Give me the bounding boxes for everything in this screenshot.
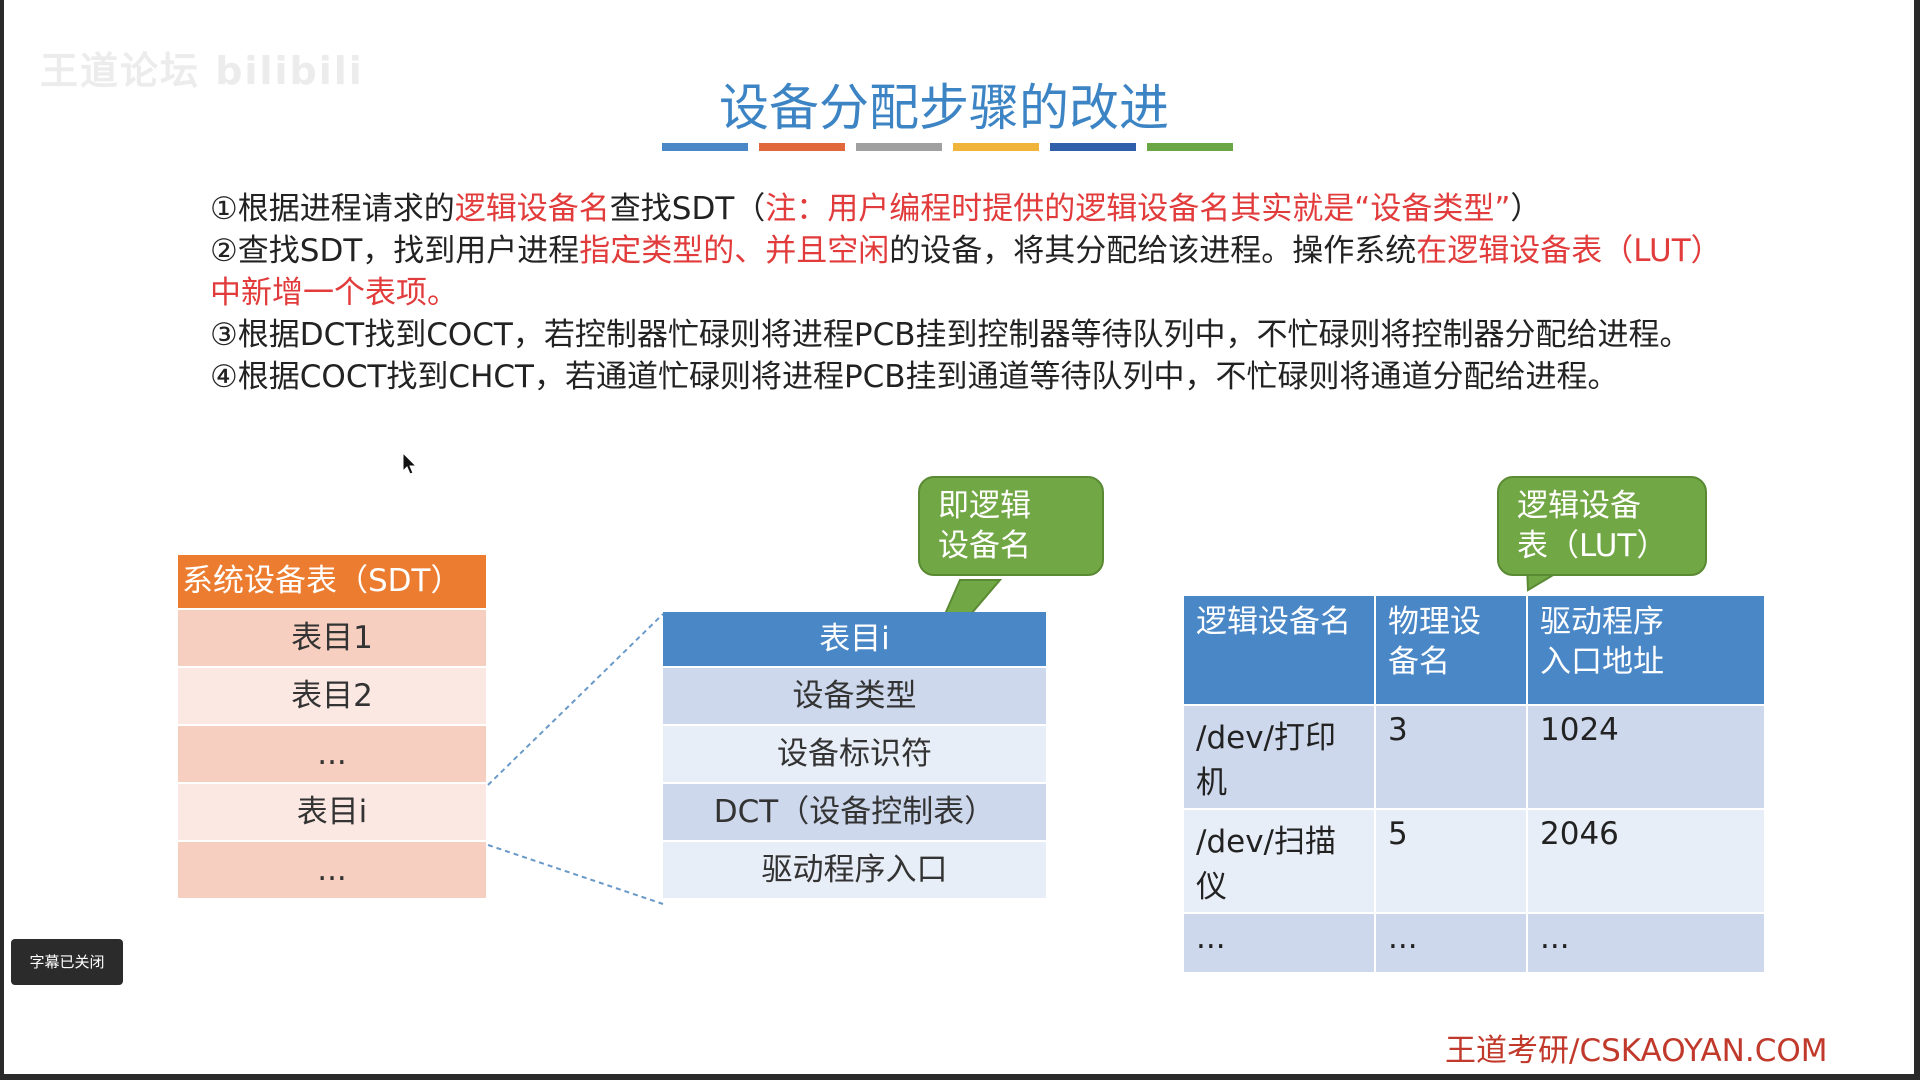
sdt-row: ...: [178, 840, 486, 898]
color-bar-segment: [662, 143, 748, 151]
callout-lut: 逻辑设备 表（LUT）: [1497, 476, 1707, 576]
step-2-highlight: 指定类型的、并且空闲: [579, 233, 890, 269]
callout-logical-device-name: 即逻辑 设备名: [918, 476, 1104, 576]
lut-header-row: 逻辑设备名 物理设备名 驱动程序入口地址: [1182, 594, 1766, 706]
callout-line: 设备名: [938, 528, 1031, 564]
step-2-highlight: 在逻辑设备表（LUT）中新增一个表项。: [210, 233, 1722, 311]
steps-text: ①根据进程请求的逻辑设备名查找SDT（注：用户编程时提供的逻辑设备名其实就是“设…: [210, 188, 1740, 398]
dashed-connector-top: [487, 613, 664, 786]
window-frame-right: [1914, 0, 1920, 1080]
entry-row: 驱动程序入口: [663, 840, 1046, 898]
color-bar-segment: [953, 143, 1039, 151]
window-frame-left: [0, 0, 4, 1080]
entry-header: 表目i: [663, 612, 1046, 666]
lut-cell: /dev/扫描仪: [1182, 808, 1376, 914]
sdt-table: 系统设备表（SDT） 表目1 表目2 ... 表目i ...: [178, 555, 486, 898]
lut-header-text: 物理设: [1388, 604, 1481, 640]
lut-cell: 3: [1374, 704, 1528, 810]
step-1-text: ①根据进程请求的: [210, 191, 455, 227]
color-bar-segment: [759, 143, 845, 151]
lut-header-text: 备名: [1388, 644, 1450, 680]
lut-cell: 1024: [1526, 704, 1766, 810]
callout-line: 表（LUT）: [1517, 528, 1668, 564]
step-1: ①根据进程请求的逻辑设备名查找SDT（注：用户编程时提供的逻辑设备名其实就是“设…: [210, 188, 1740, 230]
callout-line: 即逻辑: [938, 488, 1031, 524]
mouse-cursor-icon: [402, 451, 418, 480]
color-bar-segment: [856, 143, 942, 151]
lut-row: ... ... ...: [1182, 912, 1766, 974]
lut-header-text: 逻辑设备名: [1196, 604, 1351, 640]
step-4: ④根据COCT找到CHCT，若通道忙碌则将进程PCB挂到通道等待队列中，不忙碌则…: [210, 359, 1619, 395]
sdt-row: 表目1: [178, 608, 486, 666]
sdt-row: 表目2: [178, 666, 486, 724]
color-bar-segment: [1050, 143, 1136, 151]
lut-header-driver: 驱动程序入口地址: [1526, 594, 1766, 706]
video-watermark: 王道论坛 bilibili: [40, 49, 364, 93]
lut-row: /dev/扫描仪 5 2046: [1182, 808, 1766, 914]
lut-header-text: 入口地址: [1540, 644, 1664, 680]
lut-header-physical: 物理设备名: [1374, 594, 1528, 706]
step-1-highlight: 逻辑设备名: [454, 191, 610, 227]
lut-header-logical: 逻辑设备名: [1182, 594, 1376, 706]
footer-brand: 王道考研/CSKAOYAN.COM: [1445, 1033, 1828, 1069]
color-bar-segment: [1147, 143, 1233, 151]
step-1-text: ）: [1510, 191, 1542, 227]
step-2-text: ②查找SDT，找到用户进程: [210, 233, 580, 269]
subtitle-toggle-button[interactable]: 字幕已关闭: [11, 939, 123, 985]
step-2: ②查找SDT，找到用户进程指定类型的、并且空闲的设备，将其分配给该进程。操作系统…: [210, 230, 1740, 314]
lut-cell: 2046: [1526, 808, 1766, 914]
lut-header-text: 驱动程序: [1540, 604, 1664, 640]
slide-title: 设备分配步骤的改进: [719, 79, 1169, 137]
sdt-row: 表目i: [178, 782, 486, 840]
lut-cell: /dev/打印机: [1182, 704, 1376, 810]
window-frame-bottom: [0, 1074, 1920, 1080]
step-2-text: 的设备，将其分配给该进程。操作系统: [889, 233, 1417, 269]
entry-row-device-type: 设备类型: [663, 666, 1046, 724]
step-1-text: 查找SDT（: [609, 191, 766, 227]
entry-row: DCT（设备控制表）: [663, 782, 1046, 840]
lut-table: 逻辑设备名 物理设备名 驱动程序入口地址 /dev/打印机 3 1024 /de…: [1182, 594, 1766, 974]
step-1-note: 注：用户编程时提供的逻辑设备名其实就是“设备类型”: [765, 191, 1511, 227]
sdt-header: 系统设备表（SDT）: [178, 555, 486, 608]
sdt-entry-table: 表目i 设备类型 设备标识符 DCT（设备控制表） 驱动程序入口: [663, 612, 1046, 898]
lut-cell: ...: [1526, 912, 1766, 974]
entry-row: 设备标识符: [663, 724, 1046, 782]
lut-cell: ...: [1182, 912, 1376, 974]
step-3: ③根据DCT找到COCT，若控制器忙碌则将进程PCB挂到控制器等待队列中，不忙碌…: [210, 317, 1691, 353]
lut-cell: ...: [1374, 912, 1528, 974]
dashed-connector-bottom: [487, 844, 664, 905]
callout-line: 逻辑设备: [1517, 488, 1641, 524]
sdt-row: ...: [178, 724, 486, 782]
lut-row: /dev/打印机 3 1024: [1182, 704, 1766, 810]
lut-cell: 5: [1374, 808, 1528, 914]
